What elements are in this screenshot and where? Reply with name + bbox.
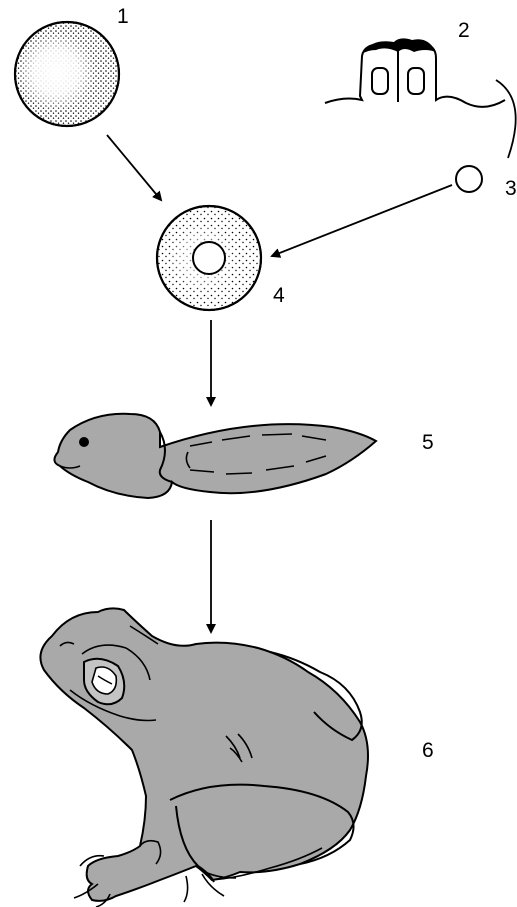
stage-label-1: 1: [117, 6, 129, 27]
arrow-sperm-to-zygote: [272, 185, 452, 256]
egg-cell: [15, 22, 119, 126]
stage-label-3: 3: [505, 178, 517, 199]
sperm-cell: [456, 166, 482, 192]
stage-label-2: 2: [458, 20, 470, 41]
zygote: [157, 206, 261, 310]
stage-label-4: 4: [273, 285, 285, 306]
tadpole: [54, 414, 376, 498]
stage-label-6: 6: [422, 740, 434, 761]
arrow-egg-to-zygote: [107, 135, 161, 200]
adult-frog: [40, 608, 368, 907]
stage-label-5: 5: [422, 432, 434, 453]
sperm-producing-organ: [325, 38, 516, 158]
